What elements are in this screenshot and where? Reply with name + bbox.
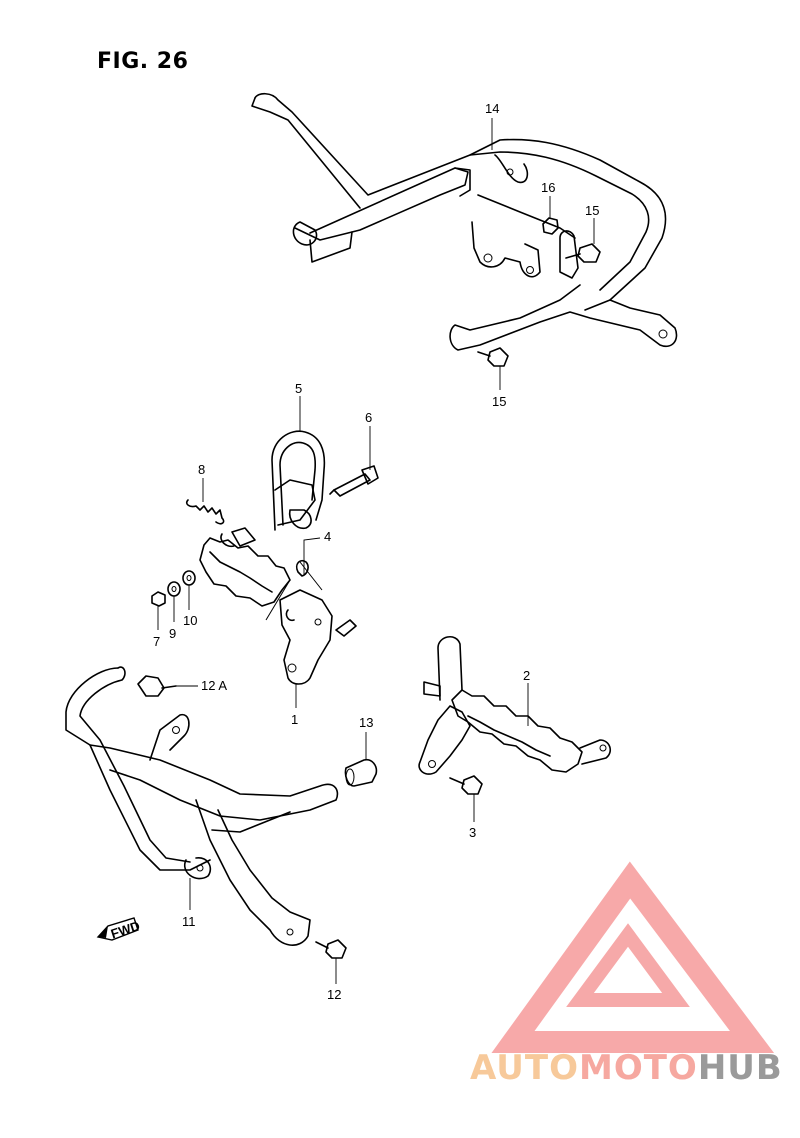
part-2-footpeg-right: [418, 636, 612, 775]
part-14-carrier: [251, 92, 678, 351]
figure-title: FIG. 26: [97, 49, 189, 74]
callout-6: 6: [365, 410, 372, 425]
callout-16: 16: [541, 180, 555, 195]
part-16-nut: [542, 217, 559, 235]
watermark-text: AUTOMOTOHUB: [470, 1048, 783, 1088]
fwd-label: FWD: [109, 918, 142, 941]
part-6-pin: [329, 465, 379, 497]
part-15-bolt-lower: [477, 347, 509, 367]
part-1-footpeg-left: [199, 527, 357, 685]
callout-5: 5: [295, 381, 302, 396]
callout-12a: 12 A: [201, 678, 227, 693]
callout-13: 13: [359, 715, 373, 730]
callout-12: 12: [327, 987, 341, 1002]
callout-8: 8: [198, 462, 205, 477]
part-10-washer: [182, 570, 196, 586]
watermark-auto: AUTO: [470, 1048, 579, 1088]
part-15-bolt-upper: [565, 243, 601, 263]
part-3-bolt: [449, 775, 483, 795]
part-13-cap: [344, 758, 378, 787]
callout-15-upper: 15: [585, 203, 599, 218]
callout-14: 14: [485, 101, 499, 116]
callout-1: 1: [291, 712, 298, 727]
callout-3: 3: [469, 825, 476, 840]
callout-15-lower: 15: [492, 394, 506, 409]
callout-11: 11: [182, 914, 196, 929]
callout-10: 10: [183, 613, 197, 628]
part-11-guard: [65, 666, 339, 946]
part-12-bolt: [315, 939, 347, 959]
watermark-logo: [491, 861, 775, 1053]
watermark-hub: HUB: [697, 1048, 783, 1088]
callout-4: 4: [324, 529, 331, 544]
callout-9: 9: [169, 626, 176, 641]
part-7-nut: [151, 591, 166, 607]
leader-lines: [157, 118, 595, 984]
part-12a-bolt: [137, 675, 177, 697]
part-8-spring: [185, 499, 225, 525]
callout-labels: 14 16 15 15 5 6 8 4 7 9 10 1 12 A 13 2 3…: [153, 101, 599, 1002]
callout-2: 2: [523, 668, 530, 683]
watermark-moto: MOTO: [578, 1048, 698, 1088]
part-5-bracket: [271, 430, 326, 531]
fwd-arrow-icon: FWD: [96, 917, 142, 941]
part-9-washer: [167, 581, 181, 597]
callout-7: 7: [153, 634, 160, 649]
